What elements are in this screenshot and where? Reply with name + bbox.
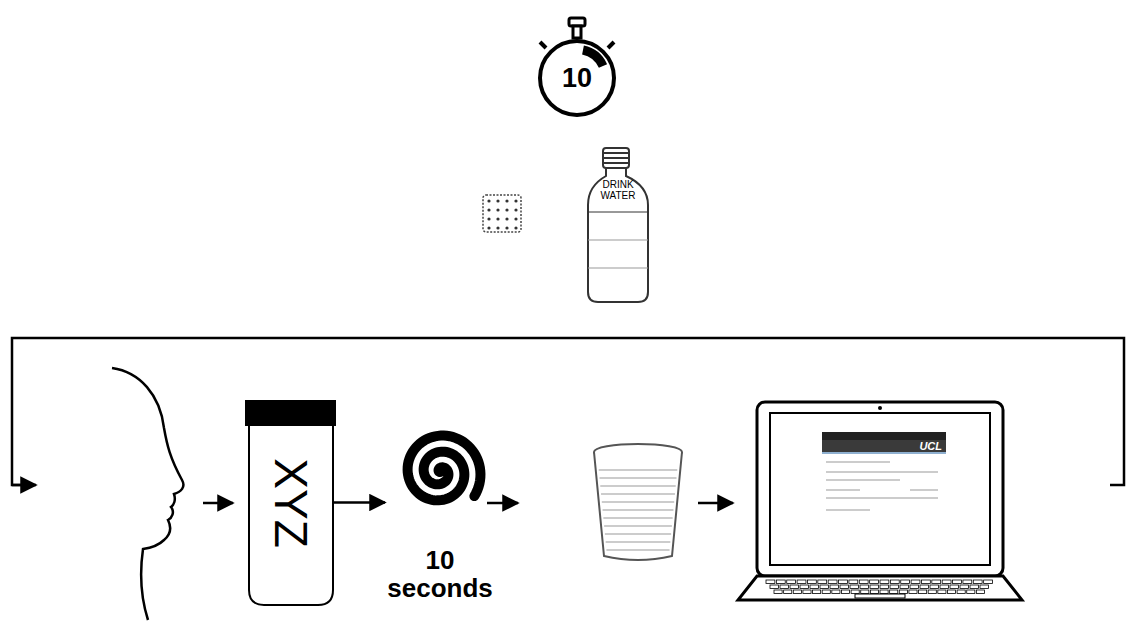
laptop-icon bbox=[738, 402, 1022, 600]
node-text: 10 bbox=[562, 65, 592, 92]
laptop-screen: UCL bbox=[770, 413, 990, 565]
node-text: 10 seconds bbox=[385, 546, 495, 603]
node-text: XYZ bbox=[268, 458, 314, 547]
bottle-label: DRINK WATER bbox=[590, 170, 646, 210]
step-arrow bbox=[333, 501, 385, 504]
sample-vial bbox=[245, 400, 336, 605]
vial-node: XYZ bbox=[249, 400, 333, 605]
water-bottle bbox=[588, 148, 648, 302]
node-text: UCL bbox=[919, 441, 942, 452]
cracker-icon bbox=[483, 195, 521, 232]
stopwatch-node: 10 bbox=[541, 42, 613, 114]
stopwatch-icon bbox=[540, 18, 614, 115]
timer-node: 10 seconds bbox=[385, 425, 495, 603]
node-text: DRINK WATER bbox=[596, 179, 640, 201]
face-profile bbox=[112, 368, 183, 620]
plastic-cup bbox=[594, 444, 682, 560]
spiral-timer bbox=[408, 436, 481, 501]
